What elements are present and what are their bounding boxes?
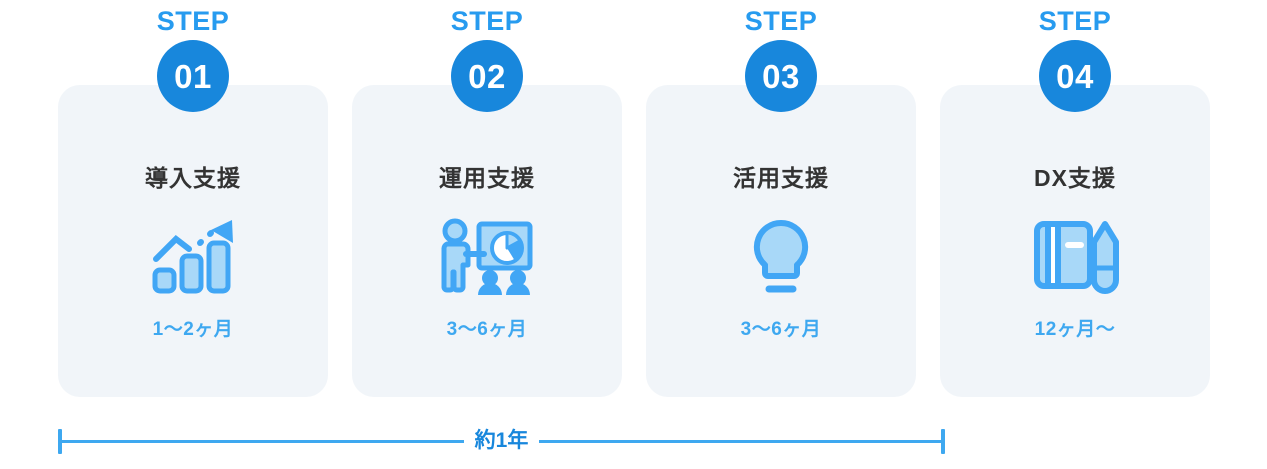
timeline-total-duration: 約1年 <box>58 425 945 459</box>
step-badge-label: STEP <box>744 6 818 36</box>
step-badge-number: 03 <box>745 40 817 112</box>
step-title: 運用支援 <box>439 165 535 191</box>
step-badge-number: 04 <box>1039 40 1111 112</box>
step-title: 導入支援 <box>145 165 241 191</box>
timeline-line-right <box>539 440 943 443</box>
step-card-04[interactable]: STEP 04 DX支援 12ヶ月〜 <box>940 8 1210 397</box>
step-card-03[interactable]: STEP 03 活用支援 3〜6ヶ月 <box>646 8 916 397</box>
lightbulb-idea-icon <box>733 218 829 298</box>
step-badge-label: STEP <box>156 6 230 36</box>
step-badge-number: 02 <box>451 40 523 112</box>
step-badge-number: 01 <box>157 40 229 112</box>
timeline-line-left <box>60 440 464 443</box>
timeline-label: 約1年 <box>474 429 529 452</box>
step-badge-label: STEP <box>450 6 524 36</box>
growth-bar-chart-icon <box>145 218 241 298</box>
step-title: DX支援 <box>1034 165 1116 191</box>
step-duration: 1〜2ヶ月 <box>152 319 234 340</box>
step-card-01[interactable]: STEP 01 導入支援 <box>58 8 328 397</box>
step-title: 活用支援 <box>733 165 829 191</box>
presentation-training-icon <box>439 218 535 298</box>
steps-row: STEP 01 導入支援 <box>58 8 1210 397</box>
notebook-pencil-icon <box>1027 218 1123 298</box>
step-duration: 3〜6ヶ月 <box>446 319 528 340</box>
step-badge-04: STEP 04 <box>940 8 1210 112</box>
step-badge-01: STEP 01 <box>58 8 328 112</box>
step-badge-03: STEP 03 <box>646 8 916 112</box>
step-card-02[interactable]: STEP 02 運用支援 <box>352 8 622 397</box>
step-badge-02: STEP 02 <box>352 8 622 112</box>
step-duration: 3〜6ヶ月 <box>740 319 822 340</box>
timeline-end-cap <box>941 429 945 454</box>
step-duration: 12ヶ月〜 <box>1034 319 1116 340</box>
step-badge-label: STEP <box>1038 6 1112 36</box>
